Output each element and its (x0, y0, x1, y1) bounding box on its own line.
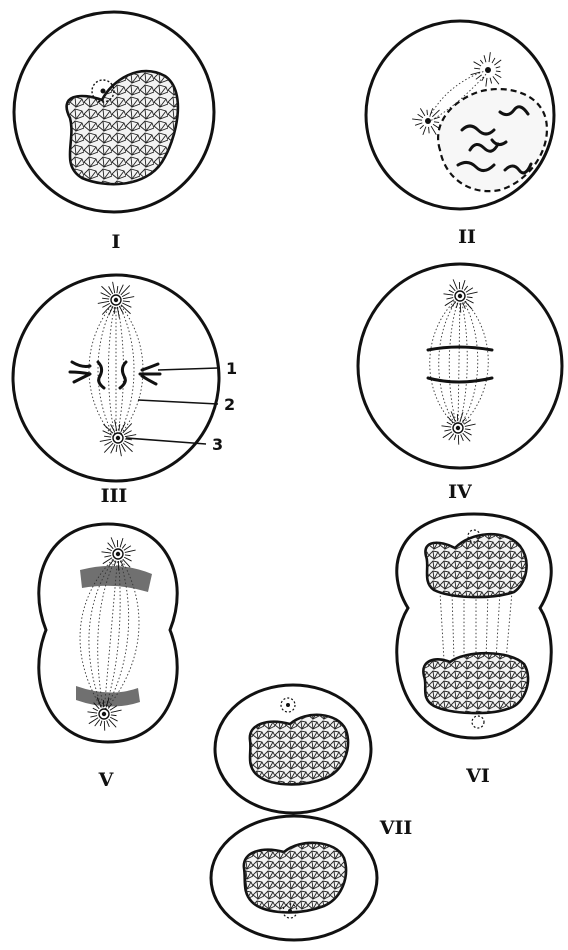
annotation-2: 2 (224, 395, 235, 414)
stage-label-i: I (112, 231, 121, 253)
stage-label-v: V (98, 769, 115, 791)
stage-label-vi: VI (465, 765, 490, 787)
aster-ray (496, 71, 501, 72)
cell-stage-iv: IV (358, 264, 562, 503)
stage-label-ii: II (458, 226, 476, 248)
cell-stage-iii: 1 2 3 III (13, 275, 237, 507)
cell-stage-i: I (14, 12, 214, 253)
aster-ray (429, 127, 430, 133)
stage-label-iii: III (101, 485, 128, 507)
annotation-1: 1 (226, 359, 237, 378)
stage-label-iv: IV (448, 481, 473, 503)
annotation-3: 3 (212, 435, 223, 454)
stage-label-vii: VII (379, 817, 413, 839)
cell-stage-ii: II (366, 21, 554, 248)
cell-stage-v: V (39, 524, 177, 791)
cell-stage-vii: VII (211, 685, 412, 940)
centriole (101, 89, 106, 94)
cell-stage-vi: VI (397, 514, 551, 787)
cell-membrane (39, 524, 177, 742)
